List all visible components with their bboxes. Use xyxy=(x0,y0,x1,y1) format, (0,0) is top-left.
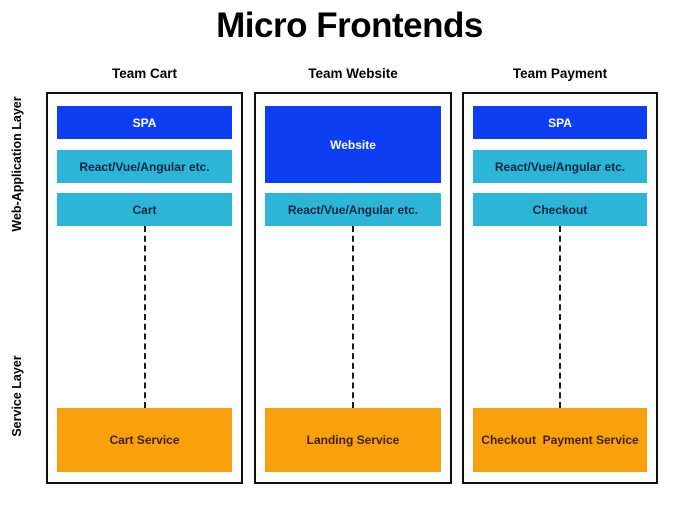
cart-box-label: Cart xyxy=(132,202,157,217)
cart-service-label: Cart Service xyxy=(109,433,180,447)
website-box: Website xyxy=(265,106,441,183)
team-cart-panel: SPA React/Vue/Angular etc. Cart Cart Ser… xyxy=(46,92,243,484)
team-website-panel: Website React/Vue/Angular etc. Landing S… xyxy=(254,92,452,484)
framework-box-label: React/Vue/Angular etc. xyxy=(79,159,210,174)
checkout-payment-service-label: Checkout Payment Service xyxy=(481,433,639,447)
column-header-team-payment: Team Payment xyxy=(512,66,608,81)
framework-box: React/Vue/Angular etc. xyxy=(265,193,441,226)
spa-box: SPA xyxy=(473,106,647,139)
spa-box: SPA xyxy=(57,106,232,139)
framework-box: React/Vue/Angular etc. xyxy=(473,150,647,183)
website-box-label: Website xyxy=(330,137,376,152)
checkout-box-label: Checkout xyxy=(532,202,588,217)
team-payment-panel: SPA React/Vue/Angular etc. Checkout Chec… xyxy=(462,92,658,484)
framework-box-label: React/Vue/Angular etc. xyxy=(287,202,419,217)
layer-label-service: Service Layer xyxy=(10,355,24,437)
landing-service-label: Landing Service xyxy=(306,433,400,447)
cart-box: Cart xyxy=(57,193,232,226)
dashed-connector-line xyxy=(143,226,146,408)
cart-service-box: Cart Service xyxy=(57,408,232,472)
column-header-team-cart: Team Cart xyxy=(111,66,178,81)
page-title: Micro Frontends xyxy=(216,6,483,45)
column-header-team-website: Team Website xyxy=(308,66,398,81)
landing-service-box: Landing Service xyxy=(265,408,441,472)
checkout-box: Checkout xyxy=(473,193,647,226)
spa-box-label: SPA xyxy=(548,115,572,130)
spa-box-label: SPA xyxy=(132,115,157,130)
checkout-payment-service-box: Checkout Payment Service xyxy=(473,408,647,472)
framework-box-label: React/Vue/Angular etc. xyxy=(494,159,626,174)
dashed-connector-line xyxy=(559,226,561,408)
dashed-connector-line xyxy=(352,226,354,408)
framework-box: React/Vue/Angular etc. xyxy=(57,150,232,183)
layer-label-web-application: Web-Application Layer xyxy=(10,96,24,232)
